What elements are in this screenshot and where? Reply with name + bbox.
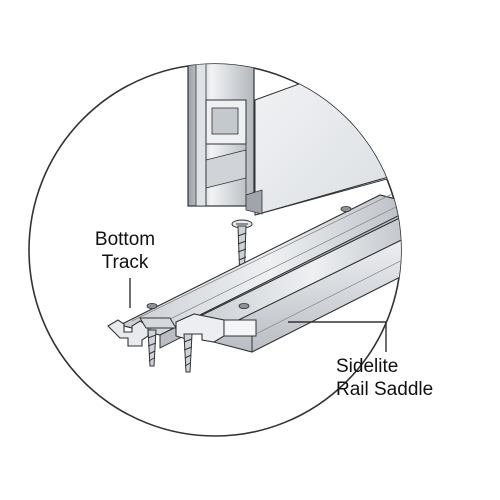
sidelite-label-line-1: Sidelite xyxy=(336,356,399,377)
bottom-track-label: Bottom Track xyxy=(86,228,164,274)
vertical-frame-post xyxy=(187,64,263,215)
sidelite-rail-saddle xyxy=(175,207,401,353)
bottom-track-label-line-2: Track xyxy=(101,252,149,273)
door-panel xyxy=(254,64,401,216)
screw-hole-rear xyxy=(340,205,352,212)
bottom-track-label-line-1: Bottom xyxy=(94,229,156,250)
saddle-screw-hole xyxy=(238,302,250,309)
sidelite-label-line-2: Rail Saddle xyxy=(336,379,434,400)
screw-hole-front xyxy=(146,302,158,309)
leader-sidelite-rail-saddle xyxy=(288,321,387,352)
screw-lower-left xyxy=(147,329,157,367)
sidelite-rail-saddle-label: Sidelite Rail Saddle xyxy=(336,355,486,401)
screw-lower-right xyxy=(183,333,193,373)
